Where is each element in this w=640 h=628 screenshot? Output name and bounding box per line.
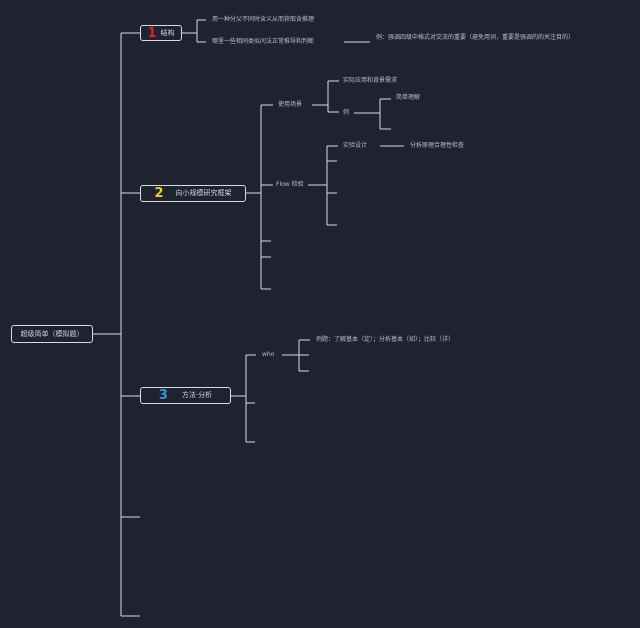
branch-3-topic-1: who [262, 351, 275, 358]
branch-1-node[interactable]: 1 结构 [140, 25, 182, 41]
branch-2-topic-2: Flow 检验 [276, 181, 304, 188]
branch-1-note: 例：强调四级中格式对交流的重要（避免用词，重要是强调的的关注目的） [376, 34, 575, 41]
branch-3-topic-1-item-1: 例题：了解基本（定）；分析基本（如）；比较（详） [316, 336, 455, 343]
branch-2-topic-1-item-2: 例 [343, 109, 350, 116]
branch-2-topic-1-item-1: 实际应用和背景需求 [343, 77, 398, 84]
branch-2-topic-2-item-1: 实验设计 [343, 142, 368, 149]
branch-2-number: 2 [154, 186, 164, 201]
branch-2-label: 向小规模研究框架 [175, 189, 232, 197]
branch-3-label: 方法·分析 [181, 391, 213, 399]
branch-2-topic-1: 使用场景 [278, 101, 303, 108]
branch-2-node[interactable]: 2 向小规模研究框架 [140, 185, 246, 202]
branch-1-label: 结构 [160, 28, 175, 37]
branch-1-child-2: 哪里一些相同类似问法正常推导和判断 [212, 38, 315, 45]
root-label: 超级简单（模拟题） [20, 329, 84, 338]
root-node[interactable]: 超级简单（模拟题） [11, 325, 93, 343]
branch-1-child-1: 用一种分父不同时含义从而获取含推理 [212, 16, 315, 23]
branch-2-topic-1-subitem-1: 简单理解 [396, 94, 421, 101]
branch-2-topic-2-note: 分析原理合理性检查 [410, 142, 465, 149]
branch-3-node[interactable]: 3 方法·分析 [140, 387, 231, 404]
branch-3-number: 3 [158, 388, 168, 403]
branch-1-number: 1 [147, 25, 157, 41]
